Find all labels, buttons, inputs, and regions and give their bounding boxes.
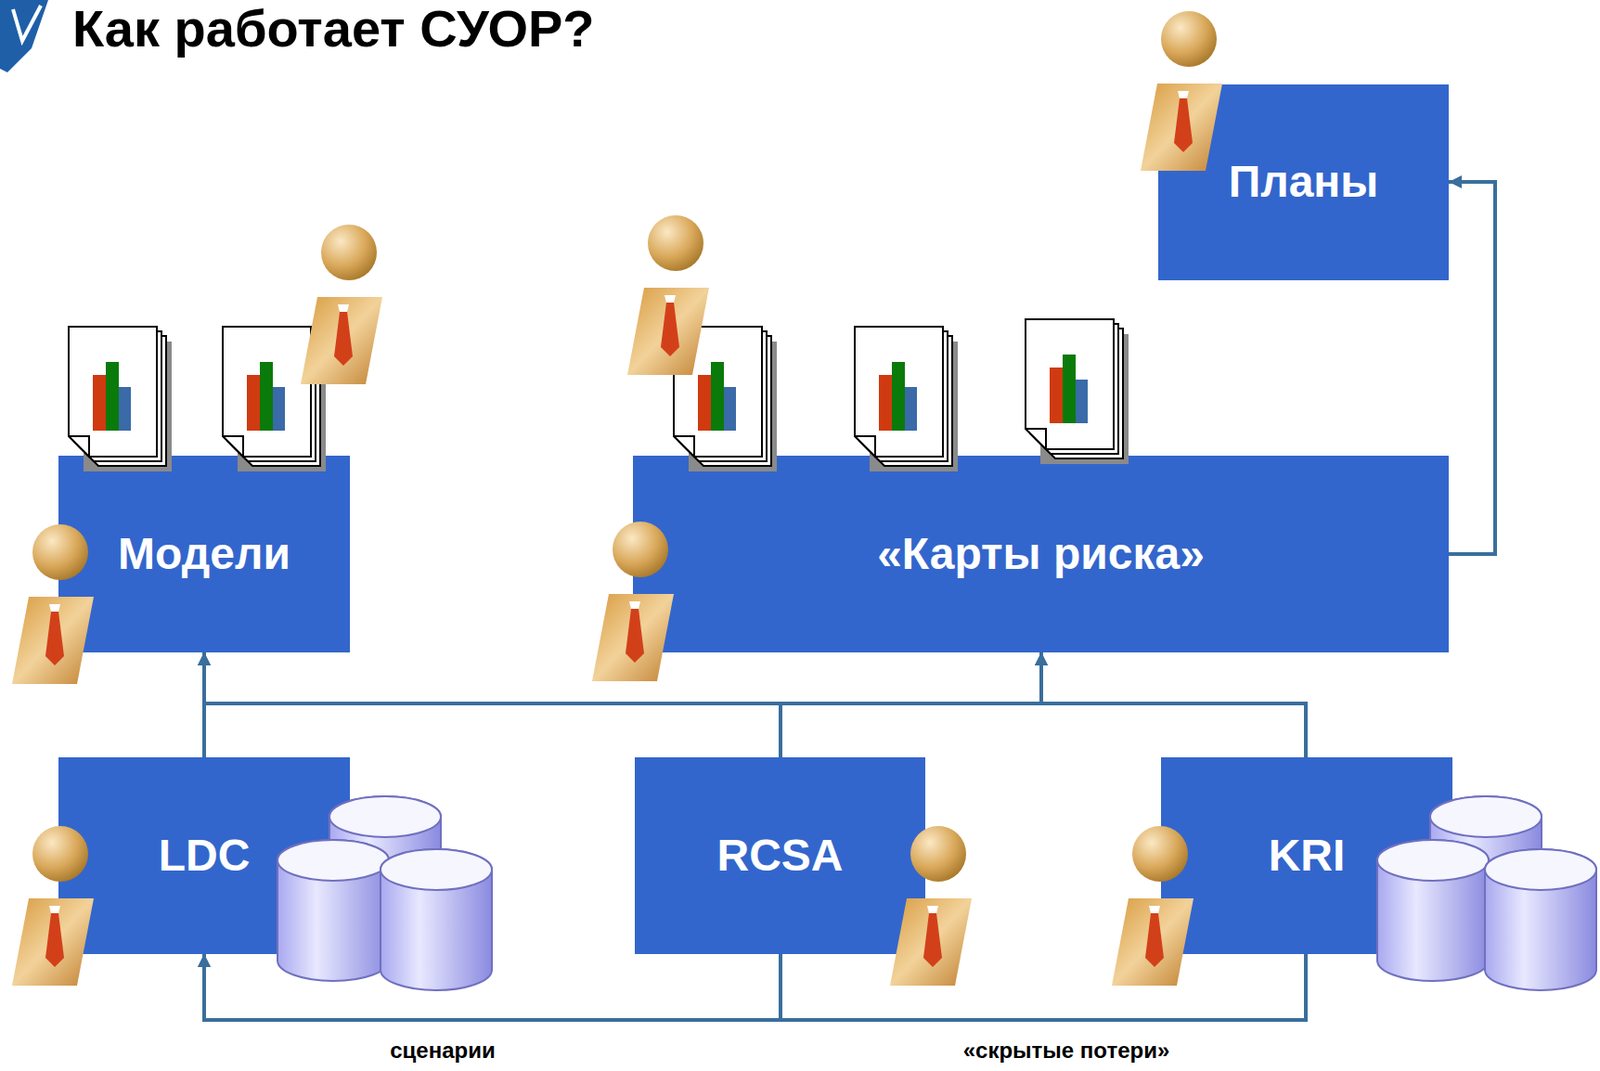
connector xyxy=(204,652,1306,758)
process-box: KRI xyxy=(1161,757,1453,955)
edge-label: «скрытые потери» xyxy=(959,1037,1175,1065)
process-box: «Карты риска» xyxy=(632,455,1449,653)
diagram-title: Как работает СУОР? xyxy=(72,0,595,58)
box-fill xyxy=(58,455,350,653)
process-box: LDC xyxy=(58,757,350,955)
process-box: Планы xyxy=(1158,84,1449,281)
box-label: LDC xyxy=(158,831,251,881)
edge-label: сценарии xyxy=(386,1037,499,1065)
process-box: RCSA xyxy=(634,757,926,955)
box-fill xyxy=(632,455,1449,653)
box-label: Модели xyxy=(117,529,291,580)
box-fill xyxy=(634,757,926,955)
connector xyxy=(204,954,781,1020)
connector xyxy=(1041,652,1306,758)
box-label: RCSA xyxy=(716,831,843,881)
box-label: KRI xyxy=(1268,831,1346,881)
process-box: Модели xyxy=(58,455,350,653)
box-label: Планы xyxy=(1228,157,1380,207)
box-label: «Карты риска» xyxy=(877,529,1205,580)
connector xyxy=(204,954,1306,1020)
connector xyxy=(1448,181,1496,555)
